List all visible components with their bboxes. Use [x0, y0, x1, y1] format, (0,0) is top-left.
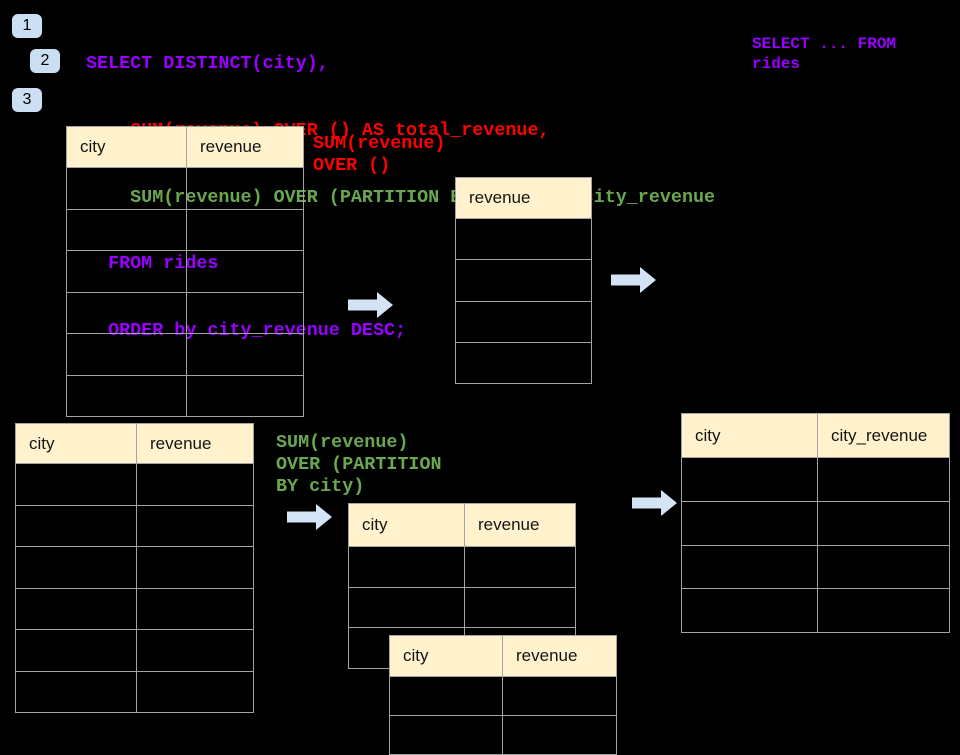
empty-table-cell — [137, 671, 254, 713]
column-header-revenue: revenue — [187, 127, 304, 168]
column-header-city: city — [349, 504, 465, 547]
column-header-city: city — [16, 424, 137, 464]
empty-table-cell — [137, 464, 254, 506]
arrow-right-icon — [611, 267, 656, 293]
empty-table-cell — [818, 458, 950, 502]
empty-table-cell — [503, 677, 617, 716]
column-header-revenue: revenue — [465, 504, 576, 547]
select-from-rides-snippet: SELECT ... FROM rides — [752, 35, 897, 73]
column-header-revenue: revenue — [137, 424, 254, 464]
sql-line-order: ORDER by city_revenue DESC; — [86, 319, 407, 341]
step-badge-2: 2 — [30, 49, 60, 73]
empty-table-cell — [67, 209, 187, 251]
empty-table-cell — [187, 168, 304, 210]
arrow-right-icon — [287, 504, 332, 530]
empty-table-cell — [137, 588, 254, 630]
table-total-revenue-result: revenue — [455, 177, 592, 385]
column-header-city: city — [682, 414, 818, 458]
empty-table-cell — [67, 292, 187, 334]
empty-table-cell — [456, 342, 592, 385]
empty-table-cell — [16, 588, 137, 630]
empty-table-cell — [187, 334, 304, 376]
empty-table-cell — [682, 501, 818, 546]
empty-table-cell — [67, 334, 187, 376]
empty-table-cell — [465, 547, 576, 588]
step-badge-1: 1 — [12, 14, 42, 38]
empty-table-cell — [16, 505, 137, 547]
empty-table-cell — [456, 260, 592, 302]
empty-table-cell — [67, 375, 187, 417]
empty-table-cell — [390, 677, 503, 716]
empty-table-cell — [16, 464, 137, 506]
arrow-right-icon — [632, 490, 677, 516]
empty-table-cell — [187, 209, 304, 251]
arrow-right-icon — [348, 292, 393, 318]
empty-table-cell — [390, 716, 503, 755]
sql-line-select: SELECT DISTINCT(city), — [86, 53, 329, 75]
empty-table-cell — [187, 375, 304, 417]
column-header-revenue: revenue — [503, 636, 617, 677]
empty-table-cell — [67, 168, 187, 210]
column-header-revenue: revenue — [456, 178, 592, 219]
empty-table-cell — [16, 671, 137, 713]
step-badge-3: 3 — [12, 88, 42, 112]
empty-table-cell — [682, 589, 818, 634]
column-header-city: city — [390, 636, 503, 677]
sql-line-from: FROM rides — [86, 253, 219, 275]
empty-table-cell — [137, 547, 254, 589]
empty-table-cell — [137, 505, 254, 547]
empty-table-cell — [67, 251, 187, 293]
empty-table-cell — [682, 458, 818, 502]
empty-table-cell — [503, 716, 617, 755]
empty-table-cell — [818, 589, 950, 634]
empty-table-cell — [349, 547, 465, 588]
column-header-city-revenue: city_revenue — [818, 414, 950, 458]
empty-table-cell — [349, 587, 465, 629]
empty-table-cell — [16, 630, 137, 672]
empty-table-cell — [818, 545, 950, 590]
empty-table-cell — [682, 545, 818, 590]
label-sum-over-total: SUM(revenue) OVER () — [313, 133, 446, 177]
empty-table-cell — [187, 251, 304, 293]
column-header-city: city — [67, 127, 187, 168]
empty-table-cell — [16, 547, 137, 589]
empty-table-cell — [818, 501, 950, 546]
empty-table-cell — [456, 301, 592, 343]
slide-canvas: { "palette": { "purple": "#9900FF", "red… — [12, 14, 950, 755]
empty-table-cell — [137, 630, 254, 672]
empty-table-cell — [187, 292, 304, 334]
empty-table-cell — [456, 219, 592, 261]
empty-table-cell — [465, 587, 576, 629]
label-sum-over-partition: SUM(revenue) OVER (PARTITION BY city) — [276, 432, 442, 498]
